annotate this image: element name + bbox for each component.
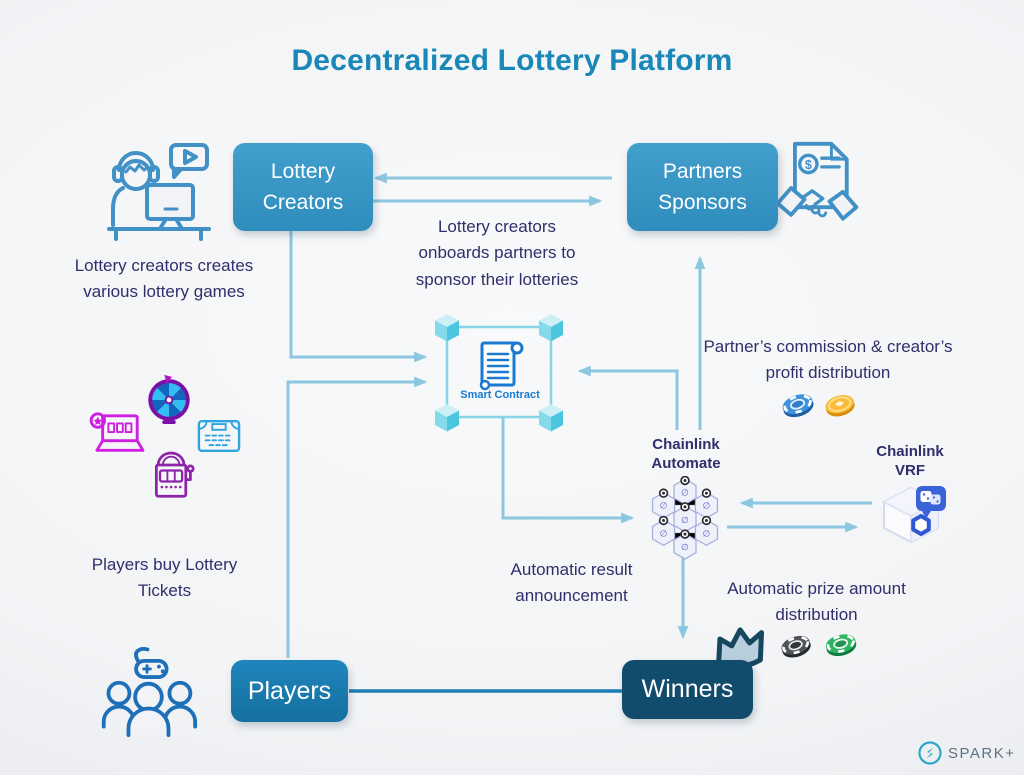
svg-text:∅: ∅ — [660, 501, 668, 511]
annotation-commission: Partner’s commission & creator’s profit … — [703, 337, 953, 383]
spark-logo-icon — [918, 741, 942, 765]
arrow-automate-to-contract — [577, 365, 679, 430]
chainlink-vrf-label: Chainlink VRF — [876, 443, 944, 479]
casino-laptop-icon — [89, 412, 145, 452]
poker-chip-blue-icon — [782, 394, 814, 418]
players-group-icon — [101, 647, 198, 738]
brand-footer: SPARK+ — [918, 738, 1018, 768]
svg-text:$: $ — [805, 158, 812, 172]
handshake-agreement-icon: $ — [775, 141, 859, 221]
svg-text:∅: ∅ — [703, 501, 711, 511]
node-winners-label: Winners — [641, 675, 734, 703]
lottery-ticket-icon — [197, 420, 241, 453]
slot-machine-icon — [154, 451, 195, 498]
page-title: Decentralized Lottery Platform — [291, 44, 733, 77]
chainlink-automate-icon: ∅ ∅ ∅ ∅ ∅ ∅ ∅ — [651, 476, 719, 560]
poker-chip-black-icon — [781, 635, 811, 658]
fortune-wheel-icon — [148, 374, 190, 425]
svg-text:∅: ∅ — [681, 489, 689, 499]
annotation-onboard-partners: Lottery creators onboards partners to sp… — [415, 217, 579, 289]
creator-support-icon — [107, 143, 211, 241]
node-smart-contract: Smart Contract — [425, 310, 575, 435]
node-winners: Winners — [622, 660, 753, 719]
coin-orange-icon — [825, 395, 855, 417]
arrow-players-to-contract — [286, 376, 428, 658]
smart-contract-icon — [435, 314, 563, 432]
annotation-players-buy: Players buy Lottery Tickets — [91, 555, 238, 601]
arrow-creators-to-contract — [289, 231, 428, 363]
poker-chip-green-icon — [825, 634, 857, 657]
chainlink-automate-label: Chainlink Automate — [651, 436, 721, 472]
annotation-automatic-prize: Automatic prize amount distribution — [727, 579, 906, 625]
node-partners-sponsors: Partners Sponsors — [627, 143, 778, 231]
svg-text:∅: ∅ — [681, 516, 689, 526]
node-partners-sponsors-label: Partners Sponsors — [658, 159, 747, 215]
annotation-creators-games: Lottery creators creates various lottery… — [74, 256, 254, 302]
node-lottery-creators-label: Lottery Creators — [262, 159, 344, 215]
brand-name: SPARK+ — [948, 744, 1016, 762]
svg-text:∅: ∅ — [660, 530, 668, 540]
smart-contract-label: Smart Contract — [460, 389, 540, 401]
annotation-automatic-result: Automatic result announcement — [510, 560, 633, 606]
node-lottery-creators: Lottery Creators — [233, 143, 373, 231]
svg-text:∅: ∅ — [681, 543, 689, 553]
svg-text:∅: ∅ — [703, 530, 711, 540]
chainlink-vrf-icon — [883, 486, 946, 543]
node-players: Players — [231, 660, 348, 722]
arrow-contract-to-automate — [501, 417, 635, 524]
node-players-label: Players — [247, 676, 332, 705]
